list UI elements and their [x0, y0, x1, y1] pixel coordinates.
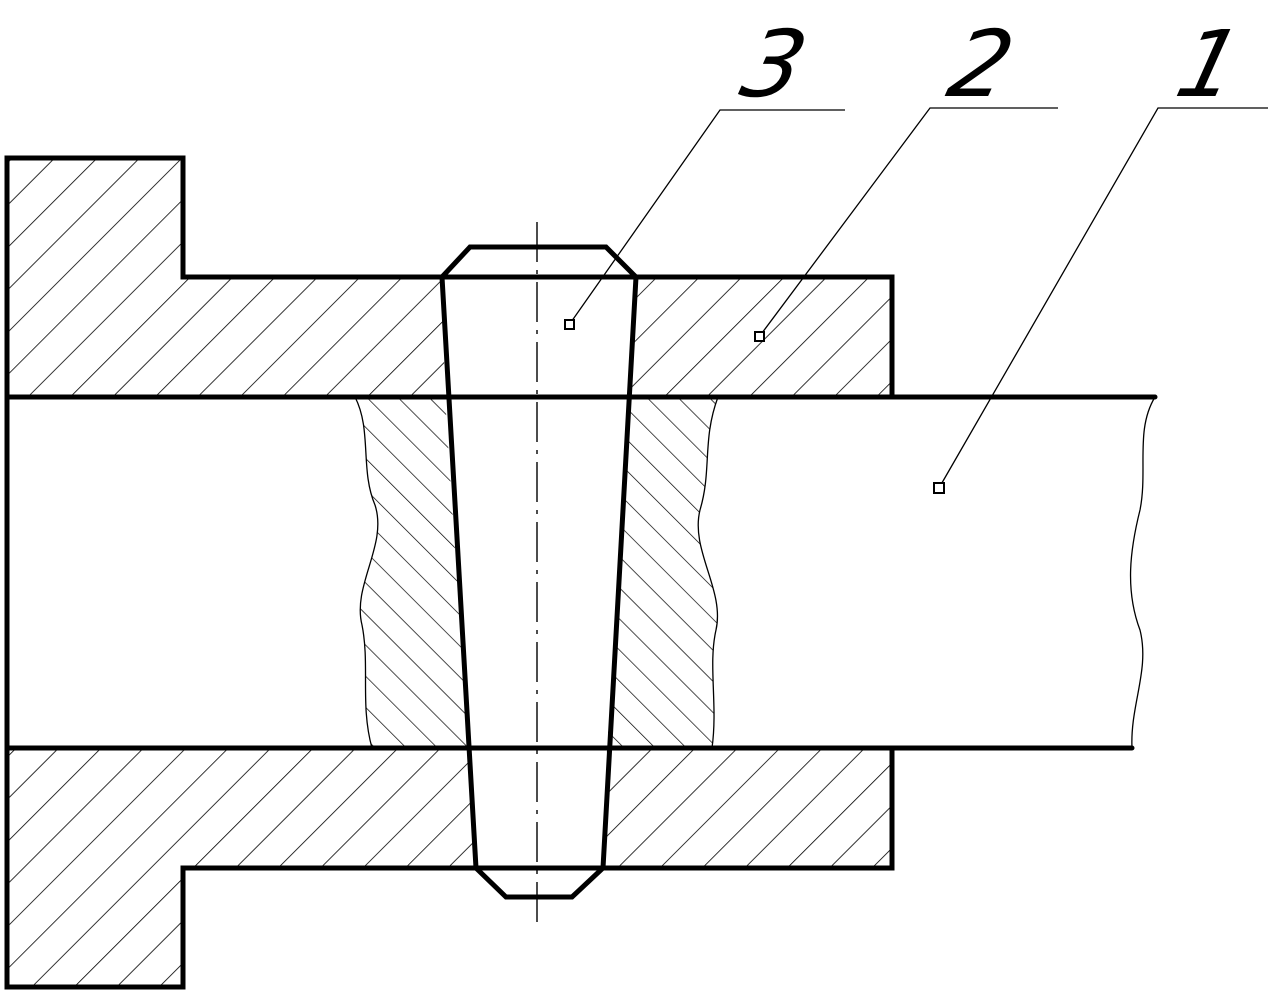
- shaft-part-1: [4, 394, 1158, 751]
- pin-outline: [439, 244, 639, 900]
- hub-outline: [4, 155, 895, 400]
- callout-label-1: 1: [1167, 11, 1252, 118]
- hub-outline-lower: [4, 745, 895, 990]
- hub-upper-section: [7, 158, 892, 397]
- shaft-break-line-left: [354, 396, 379, 749]
- hub-part-2: [4, 155, 895, 990]
- callout-label-2: 2: [939, 11, 1024, 118]
- leader-line-1: [938, 107, 1268, 489]
- leader-line-3: [568, 109, 845, 326]
- taper-pin-part-3: [439, 244, 639, 900]
- shaft-end-break-line: [1129, 396, 1156, 749]
- callout-label-3: 3: [732, 11, 817, 118]
- leader-point-1: [933, 482, 945, 494]
- leader-point-2: [754, 331, 765, 342]
- leader-line-2: [758, 107, 1058, 338]
- shaft-break-line-right: [697, 396, 719, 749]
- leader-point-3: [564, 319, 575, 330]
